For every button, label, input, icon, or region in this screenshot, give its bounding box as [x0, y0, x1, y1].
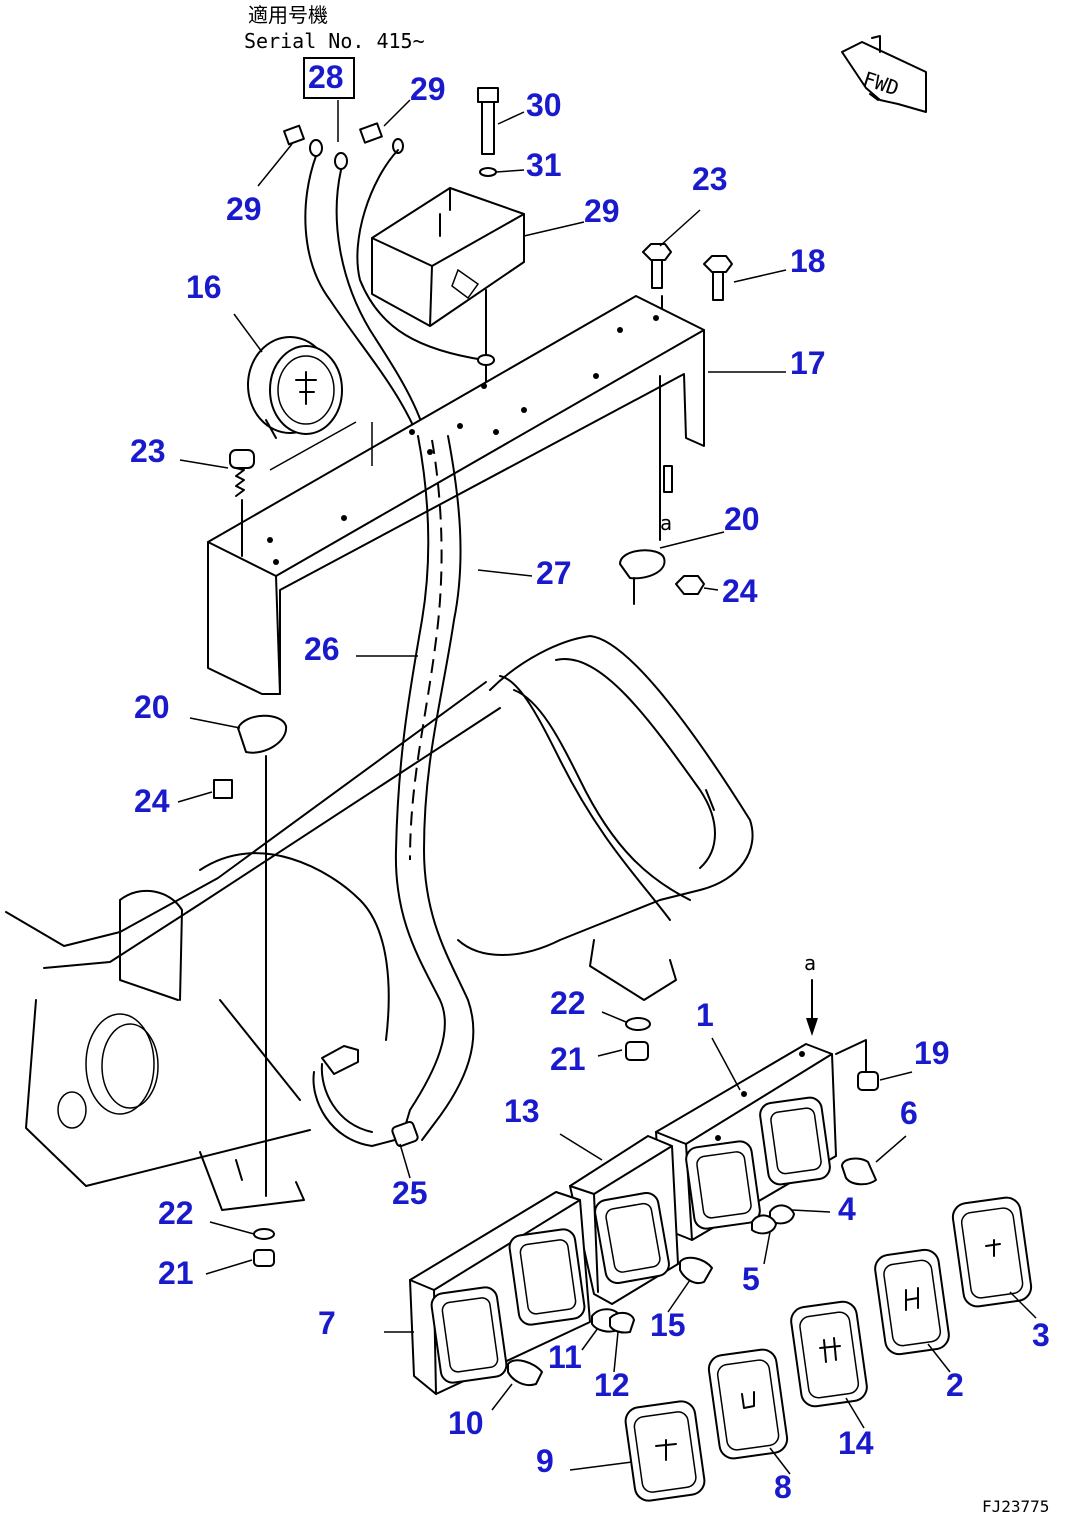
callout-20-upper: 20 [724, 501, 760, 537]
callout-10: 10 [448, 1405, 484, 1441]
mount-20-lower-icon [213, 714, 288, 1197]
fwd-arrow-icon: FWD [841, 35, 927, 113]
callout-22-lower: 22 [158, 1195, 194, 1231]
bulb-15-icon [679, 1256, 713, 1284]
bolt-30-icon [477, 87, 499, 177]
washer-22-upper-icon [625, 1017, 651, 1031]
mount-20-upper-icon [619, 375, 705, 605]
callout-30: 30 [526, 87, 562, 123]
callout-27: 27 [536, 555, 572, 591]
callout-24-upper: 24 [722, 573, 758, 609]
nut-29-icon [283, 122, 404, 170]
callout-6: 6 [900, 1095, 918, 1131]
callout-29-horn: 29 [584, 193, 620, 229]
washer-22-lower-icon [253, 1228, 275, 1240]
lens-2-icon [874, 1248, 950, 1356]
nut-19-icon [835, 1039, 879, 1091]
callout-29-top: 29 [410, 71, 446, 107]
bulb-6-icon [841, 1157, 877, 1186]
callout-24-lower: 24 [134, 783, 170, 819]
detail-mark-a-lower: a [804, 951, 816, 975]
callout-12: 12 [594, 1367, 630, 1403]
callout-28: 28 [308, 59, 344, 95]
callout-19: 19 [914, 1035, 950, 1071]
callout-3: 3 [1032, 1317, 1050, 1353]
callout-25: 25 [392, 1175, 428, 1211]
callout-23-left: 23 [130, 433, 166, 469]
bulb-11-12-icon [591, 1308, 635, 1334]
lamp-housing-1 [655, 1043, 837, 1241]
callout-31: 31 [526, 147, 562, 183]
lens-8-icon [707, 1348, 789, 1460]
lens-14-icon [790, 1300, 868, 1408]
lamp-16-icon [247, 336, 343, 439]
callout-26: 26 [304, 631, 340, 667]
leader-lines [177, 99, 1037, 1475]
callout-15: 15 [650, 1307, 686, 1343]
callout-1: 1 [696, 997, 714, 1033]
callout-9: 9 [536, 1443, 554, 1479]
applicable-label: 適用号機 [248, 3, 328, 27]
lamp-housing-7 [409, 1191, 591, 1395]
callout-29-left: 29 [226, 191, 262, 227]
nut-21-lower-icon [253, 1249, 275, 1267]
bolt-23-left-icon [229, 449, 255, 557]
clamp-25-icon [312, 1045, 419, 1148]
bulb-10-icon [507, 1359, 543, 1386]
nut-21-upper-icon [625, 1041, 649, 1061]
bolt-18-icon [703, 255, 733, 301]
callout-5: 5 [742, 1261, 760, 1297]
horn-29 [371, 187, 525, 393]
callout-17: 17 [790, 345, 826, 381]
callout-28-box [303, 57, 355, 99]
callout-2: 2 [946, 1367, 964, 1403]
callout-18: 18 [790, 243, 826, 279]
serial-number-label: Serial No. 415~ [244, 29, 425, 53]
bracket-17 [207, 295, 705, 695]
callout-13: 13 [504, 1093, 540, 1129]
arrow-a-icon [806, 979, 818, 1036]
lens-3-icon [951, 1196, 1033, 1308]
callout-16: 16 [186, 269, 222, 305]
callout-labels: 28 29 30 31 29 29 23 18 16 17 23 20 27 2… [130, 59, 1050, 1505]
callout-8: 8 [774, 1469, 792, 1505]
callout-22-upper: 22 [550, 985, 586, 1021]
drawing-code: FJ23775 [982, 1497, 1049, 1516]
callout-21-lower: 21 [158, 1255, 194, 1291]
pipe-26-27 [394, 435, 475, 1141]
callout-14: 14 [838, 1425, 874, 1461]
vehicle-frame [5, 681, 677, 1211]
lens-9-icon [624, 1400, 706, 1502]
callout-23-top: 23 [692, 161, 728, 197]
callout-7: 7 [318, 1305, 336, 1341]
callout-20-lower: 20 [134, 689, 170, 725]
callout-11: 11 [548, 1339, 582, 1375]
callout-21-upper: 21 [550, 1041, 586, 1077]
detail-mark-a-upper: a [660, 511, 672, 535]
callout-4: 4 [838, 1191, 856, 1227]
bulb-5-icon [751, 1214, 777, 1235]
fender [457, 635, 754, 956]
lamp-housing-13 [569, 1135, 679, 1305]
